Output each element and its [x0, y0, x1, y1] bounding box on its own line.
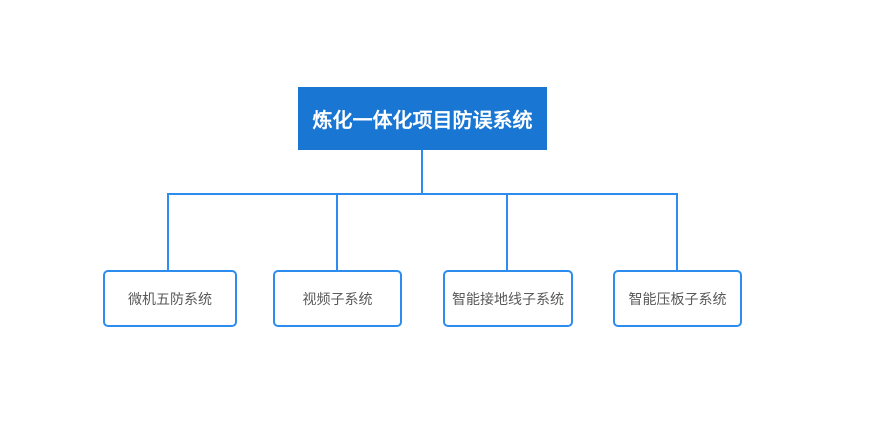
child-node-grounding-wire-subsystem[interactable]: 智能接地线子系统: [443, 270, 573, 327]
connector-drop-1: [167, 193, 169, 270]
child-node-label: 智能压板子系统: [628, 290, 727, 307]
connector-drop-3: [506, 193, 508, 270]
child-node-pressure-plate-subsystem[interactable]: 智能压板子系统: [613, 270, 742, 327]
root-node-label: 炼化一体化项目防误系统: [312, 110, 533, 132]
child-node-wuji-wufang[interactable]: 微机五防系统: [103, 270, 237, 327]
child-node-video-subsystem[interactable]: 视频子系统: [273, 270, 402, 327]
root-node[interactable]: 炼化一体化项目防误系统: [298, 87, 547, 150]
connector-root-stem: [421, 150, 423, 193]
child-node-label: 微机五防系统: [128, 290, 212, 307]
connector-rail: [167, 193, 678, 195]
child-node-label: 视频子系统: [302, 290, 373, 307]
connector-drop-4: [676, 193, 678, 270]
connector-drop-2: [336, 193, 338, 270]
child-node-label: 智能接地线子系统: [452, 290, 564, 307]
